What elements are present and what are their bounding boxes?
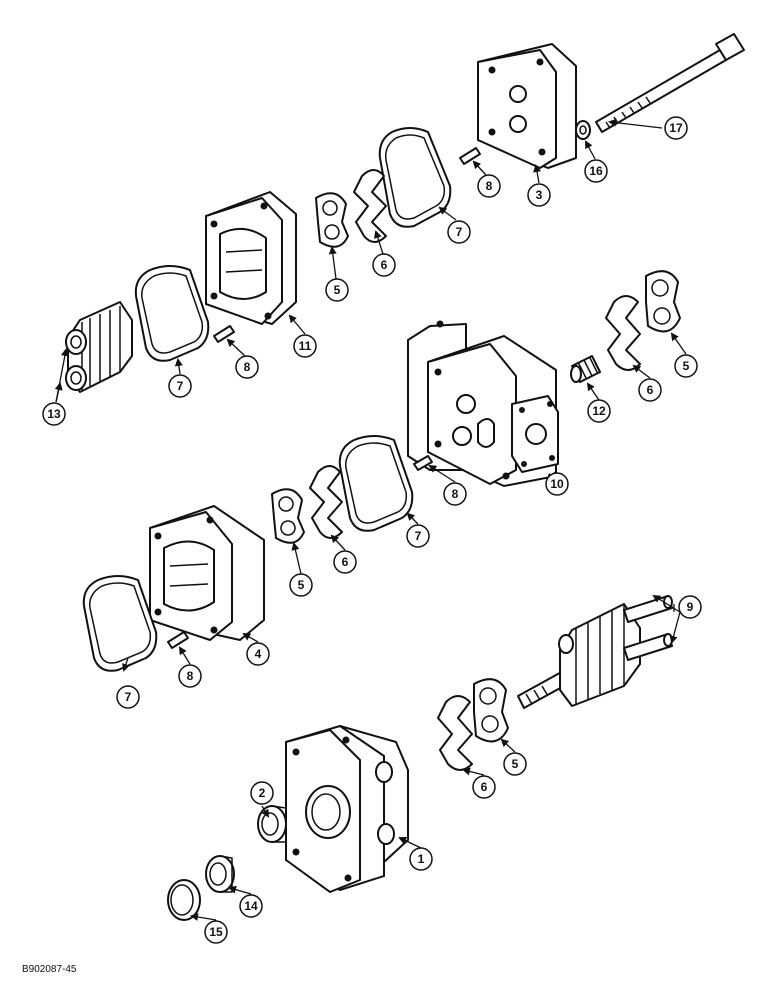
seal-ring-7-middle <box>338 435 414 532</box>
callout-6-lower: 6 <box>472 775 496 799</box>
dowel-8-top <box>459 147 481 165</box>
wear-clip-6-middle <box>309 465 343 539</box>
svg-text:8: 8 <box>244 360 251 374</box>
svg-text:7: 7 <box>125 690 132 704</box>
wear-clip-6-top <box>353 169 387 243</box>
svg-text:6: 6 <box>647 383 654 397</box>
callout-7-lower-left: 7 <box>116 685 140 709</box>
svg-text:6: 6 <box>381 258 388 272</box>
svg-text:3: 3 <box>536 188 543 202</box>
seal-ring-7-upper-left <box>134 265 210 362</box>
svg-text:6: 6 <box>481 780 488 794</box>
callout-6-top: 6 <box>372 253 396 277</box>
dowel-8-upper-left <box>213 325 235 343</box>
callout-7-upper-left: 7 <box>168 374 192 398</box>
gear-housing-11 <box>205 191 297 325</box>
callout-12: 12 <box>587 399 611 423</box>
drive-gear-9 <box>517 595 673 709</box>
wear-plate-5-right <box>645 270 681 333</box>
shaft-seal-2 <box>257 805 287 843</box>
svg-text:14: 14 <box>244 899 258 913</box>
svg-text:13: 13 <box>47 407 61 421</box>
callout-1: 1 <box>409 847 433 871</box>
center-body-10 <box>407 320 559 487</box>
svg-text:2: 2 <box>259 786 266 800</box>
callout-5-lower: 5 <box>503 752 527 776</box>
svg-text:16: 16 <box>589 164 603 178</box>
wear-plate-5-middle <box>271 488 305 544</box>
idler-gear-13 <box>65 301 133 393</box>
callout-13: 13 <box>42 402 66 426</box>
callout-14: 16 <box>584 159 608 183</box>
gear-housing-4 <box>149 505 265 641</box>
callout-8-middle: 8 <box>443 482 467 506</box>
leader-lines <box>54 118 687 921</box>
mounting-flange-1 <box>285 725 409 893</box>
wear-clip-6-lower <box>437 695 473 771</box>
coupling-12 <box>570 355 601 383</box>
callout-4: 4 <box>246 642 270 666</box>
seal-ring-7-top <box>378 127 452 228</box>
callout-5-middle: 5 <box>289 573 313 597</box>
svg-text:6: 6 <box>342 555 349 569</box>
svg-text:8: 8 <box>452 487 459 501</box>
callout-8-top: 8 <box>477 174 501 198</box>
callout-5-right: 5 <box>674 354 698 378</box>
callout-16: 14 <box>239 894 263 918</box>
washer-14 <box>575 120 591 140</box>
callout-3: 3 <box>527 183 551 207</box>
callout-17: 15 <box>204 920 228 944</box>
svg-text:1: 1 <box>418 852 425 866</box>
svg-text:5: 5 <box>334 283 341 297</box>
end-cover-3 <box>477 43 577 169</box>
callout-7-middle: 7 <box>406 524 430 548</box>
seal-ring-7-lower-left <box>82 575 158 672</box>
svg-text:17: 17 <box>669 121 683 135</box>
callout-10: 10 <box>545 472 569 496</box>
svg-text:8: 8 <box>187 669 194 683</box>
callout-11: 11 <box>293 334 317 358</box>
dowel-8-middle <box>413 455 433 471</box>
callout-8-upper-left: 8 <box>235 355 259 379</box>
callout-8-lower-left: 8 <box>178 664 202 688</box>
svg-text:15: 15 <box>209 925 223 939</box>
wear-clip-6-right <box>605 295 641 371</box>
callout-15: 17 <box>664 116 688 140</box>
svg-text:5: 5 <box>298 578 305 592</box>
callout-2: 2 <box>250 781 274 805</box>
wear-plate-5-top <box>315 192 349 248</box>
svg-text:4: 4 <box>255 647 262 661</box>
svg-text:9: 9 <box>687 600 694 614</box>
svg-text:11: 11 <box>299 339 312 353</box>
svg-text:7: 7 <box>456 225 463 239</box>
callout-6-right: 6 <box>638 378 662 402</box>
svg-text:5: 5 <box>512 757 519 771</box>
dowel-8-lower-left <box>167 631 189 649</box>
drawing-code: B902087-45 <box>22 964 77 975</box>
bolt-15 <box>595 33 745 133</box>
callout-9: 9 <box>678 595 702 619</box>
svg-text:5: 5 <box>683 359 690 373</box>
svg-text:7: 7 <box>177 379 184 393</box>
callout-7-top: 7 <box>447 220 471 244</box>
seal-16 <box>205 855 235 893</box>
callout-6-middle: 6 <box>333 550 357 574</box>
callout-5-top: 5 <box>325 278 349 302</box>
svg-text:10: 10 <box>550 477 564 491</box>
svg-text:8: 8 <box>486 179 493 193</box>
svg-text:12: 12 <box>592 404 606 418</box>
wear-plate-5-lower <box>473 678 509 743</box>
snap-ring-17 <box>167 879 201 921</box>
svg-text:7: 7 <box>415 529 422 543</box>
